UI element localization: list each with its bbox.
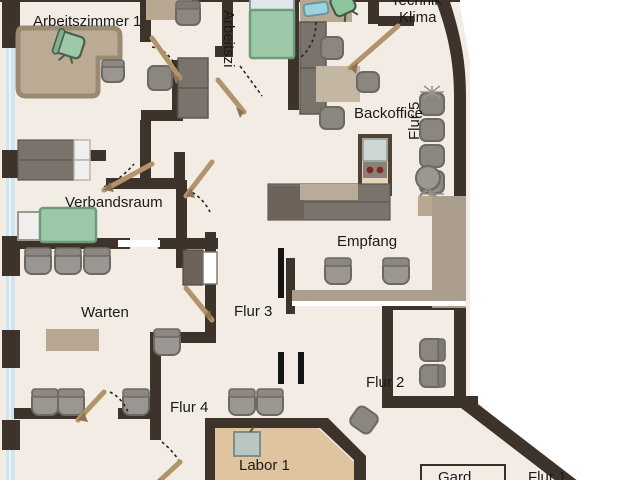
interior-walls xyxy=(14,0,466,480)
door-swings xyxy=(75,21,401,480)
furniture-verbandsraum xyxy=(17,139,98,244)
gard-room-box xyxy=(420,464,506,480)
furniture-empfang xyxy=(292,165,466,308)
furniture-flur-2 xyxy=(349,338,446,435)
furniture-backoffice xyxy=(267,21,392,221)
furniture-top-right-office xyxy=(300,0,359,23)
furniture-arbeitszimmer-1 xyxy=(15,25,125,99)
door-jambs xyxy=(278,248,304,384)
furniture-warten xyxy=(24,247,218,416)
furniture-middle-top xyxy=(146,0,209,119)
furniture-labor-1 xyxy=(215,388,354,480)
